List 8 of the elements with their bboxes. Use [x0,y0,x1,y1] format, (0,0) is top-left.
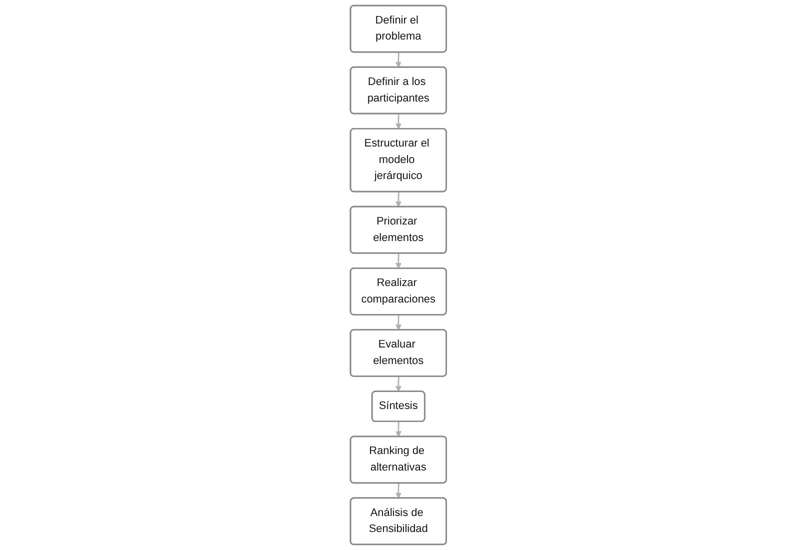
arrow [396,422,402,438]
arrow [396,52,402,68]
arrow [396,192,402,208]
arrow [396,376,402,392]
arrow [396,314,402,330]
arrow [396,114,402,130]
arrow [396,483,402,499]
arrow [396,253,402,269]
